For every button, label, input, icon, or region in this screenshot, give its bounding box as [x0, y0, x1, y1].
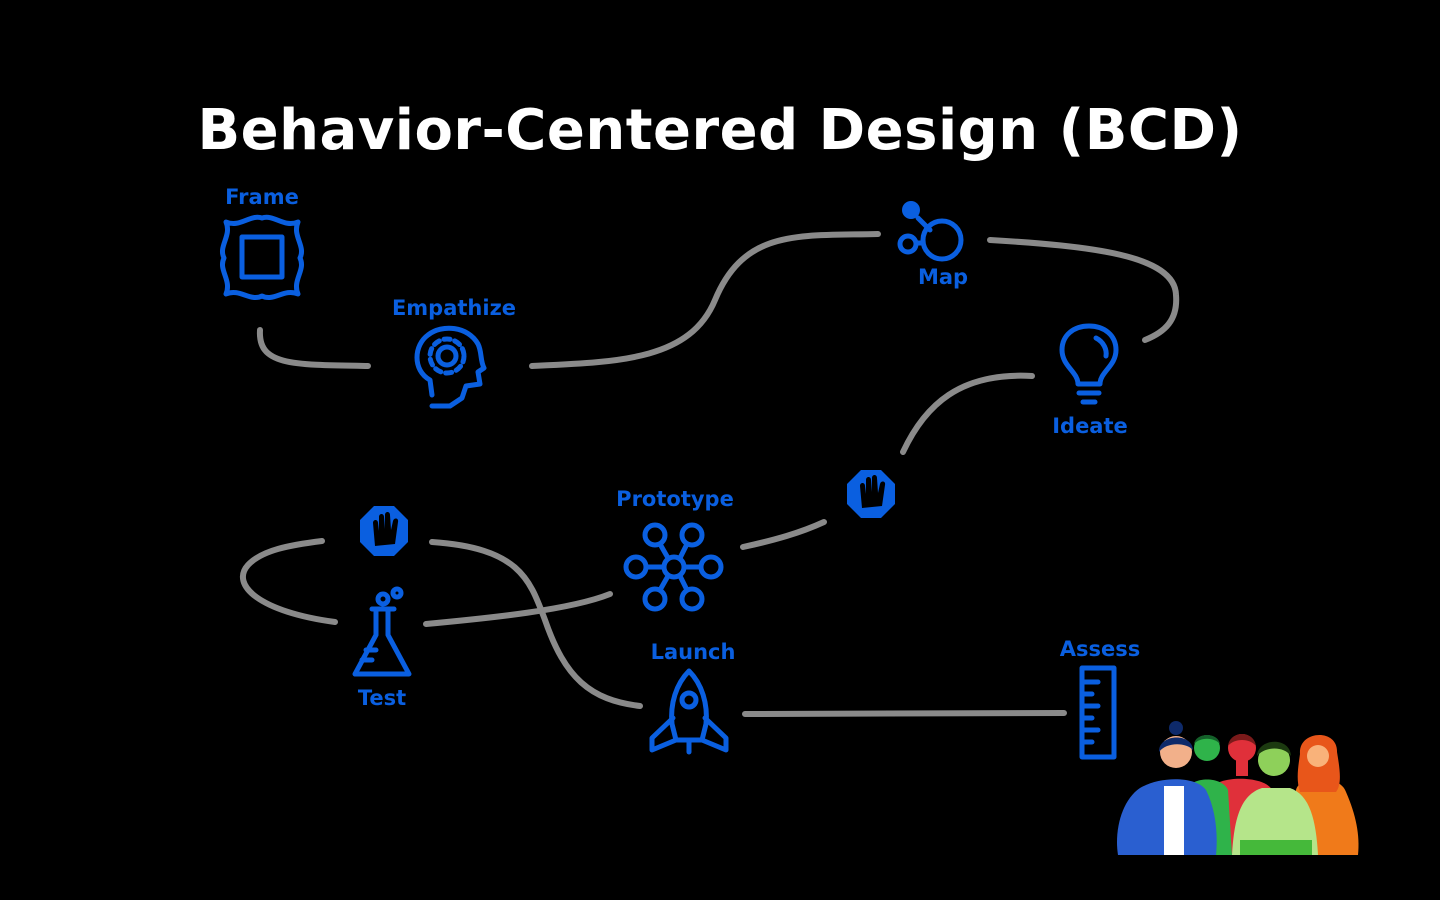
step-label-assess: Assess [1060, 637, 1141, 661]
network-icon [623, 522, 724, 612]
connected-nodes-icon [897, 201, 964, 262]
path-stop-launch [429, 539, 643, 709]
step-label-test: Test [358, 686, 406, 710]
flask-icon [352, 586, 412, 677]
path-map-ideate [987, 237, 1180, 343]
diagram-title: Behavior-Centered Design (BCD) [197, 98, 1243, 163]
step-assess: Assess [1060, 637, 1141, 760]
step-label-frame: Frame [225, 185, 299, 209]
step-label-map: Map [918, 265, 968, 289]
stop-hand-icon [360, 506, 408, 556]
path-empathize-map [529, 231, 881, 369]
process-path [239, 231, 1180, 717]
step-label-empathize: Empathize [392, 296, 516, 320]
step-frame: Frame [220, 185, 304, 300]
step-test: Test [352, 586, 412, 710]
step-launch: Launch [649, 640, 736, 755]
lightbulb-icon [1059, 323, 1119, 405]
path-prototype-test [423, 591, 613, 627]
step-ideate: Ideate [1052, 323, 1128, 438]
step-label-ideate: Ideate [1052, 414, 1128, 438]
step-label-prototype: Prototype [616, 487, 734, 511]
step-prototype: Prototype [616, 487, 734, 612]
step-map: Map [897, 201, 968, 289]
path-launch-assess [742, 710, 1067, 717]
path-test-loop [239, 538, 338, 625]
group-of-people-illustration [1116, 721, 1359, 855]
ornate-frame-icon [220, 214, 304, 300]
stop-hand-icon [847, 470, 895, 518]
head-gear-icon [414, 325, 487, 409]
path-ideate-stop [900, 372, 1035, 455]
rocket-icon [649, 668, 729, 755]
step-empathize: Empathize [392, 296, 516, 409]
ruler-icon [1079, 665, 1117, 760]
path-stop-prototype [740, 519, 827, 550]
step-label-launch: Launch [651, 640, 736, 664]
path-frame-empathize [256, 327, 371, 369]
